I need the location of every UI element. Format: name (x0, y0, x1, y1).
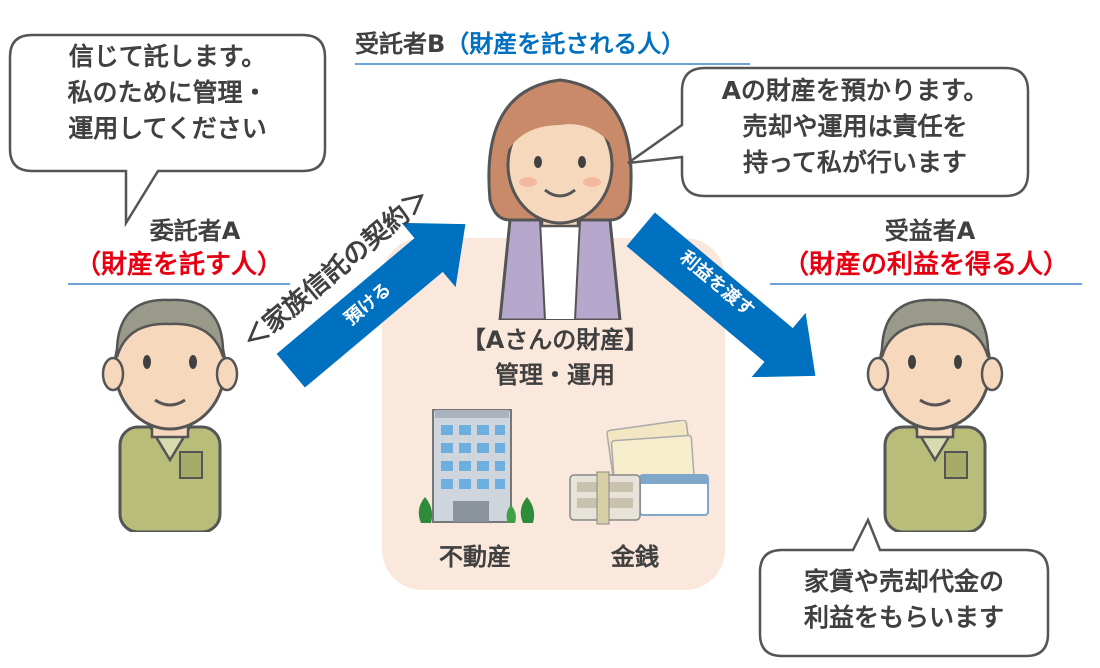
assets-title: 【Aさんの財産】 (461, 326, 649, 354)
beneficiary-title: 受益者A (884, 217, 976, 245)
assets-subtitle: 管理・運用 (495, 361, 615, 389)
trustee-label: 受託者B（財産を託される人） (355, 24, 750, 65)
trustee-bubble-line-1: Aの財産を預かります。 (721, 76, 989, 105)
beneficiary-person-icon (866, 298, 1004, 532)
real-estate-label: 不動産 (439, 543, 511, 571)
trustee-person-icon (487, 78, 633, 320)
settlor-bubble-line-2: 私のために管理・ (67, 78, 268, 107)
beneficiary-bubble-line-1: 家賃や売却代金の (803, 567, 1004, 596)
money-icon (569, 420, 709, 525)
building-icon (418, 409, 535, 523)
settlor-role: （財産を託す人） (68, 244, 290, 285)
settlor-bubble-line-3: 運用してください (68, 114, 267, 143)
trustee-role: （財産を託される人） (445, 30, 686, 58)
trustee-bubble-line-3: 持って私が行います (743, 148, 967, 177)
settlor-bubble-line-1: 信じて託します。 (68, 42, 267, 71)
trustee-speech-bubble: Aの財産を預かります。 売却や運用は責任を 持って私が行います (620, 65, 1032, 200)
settlor-person-icon (101, 298, 239, 532)
beneficiary-role: （財産の利益を得る人） (770, 244, 1082, 285)
trustee-bubble-line-2: 売却や運用は責任を (742, 112, 968, 141)
settlor-title: 委託者A (149, 217, 241, 245)
money-label: 金銭 (611, 543, 659, 571)
trustee-title: 受託者B (355, 30, 446, 58)
beneficiary-speech-bubble: 家賃や売却代金の 利益をもらいます (758, 516, 1050, 660)
settlor-speech-bubble: 信じて託します。 私のために管理・ 運用してください (8, 33, 327, 228)
beneficiary-bubble-line-2: 利益をもらいます (803, 603, 1004, 632)
